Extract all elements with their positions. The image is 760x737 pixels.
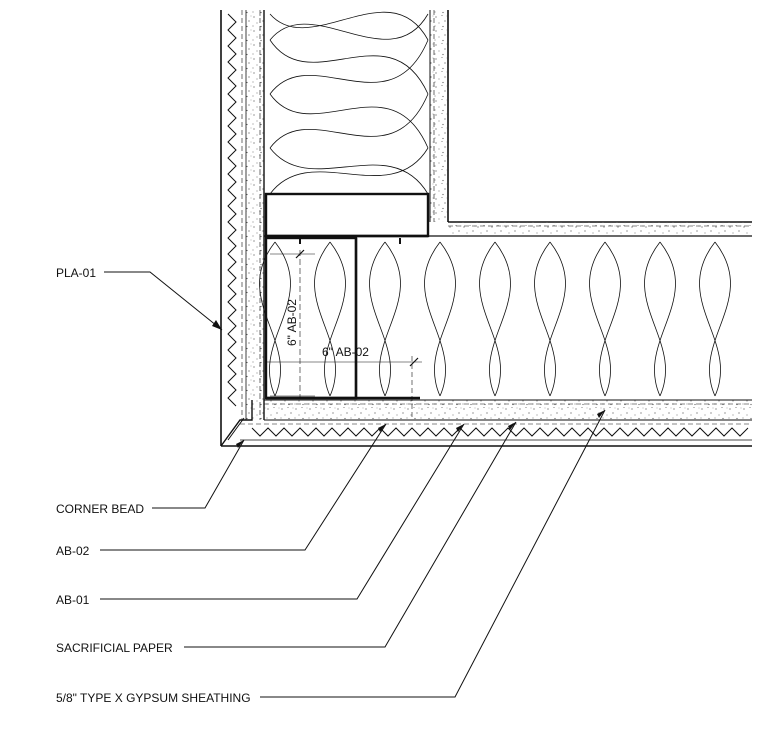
plaster-zigzag-horizontal [251, 427, 749, 437]
insulation-horizontal [259, 241, 731, 397]
leader-ab02 [100, 423, 387, 551]
dimension-horizontal: 6" AB-02 [322, 345, 369, 359]
label-sacrificial-paper: SACRIFICIAL PAPER [56, 641, 173, 655]
horizontal-wall [220, 221, 752, 447]
leader-gypsum [260, 409, 606, 698]
dimension-lines [266, 249, 422, 420]
leader-ab01 [100, 423, 465, 600]
leader-lines [100, 271, 606, 698]
label-gypsum-sheathing: 5/8" TYPE X GYPSUM SHEATHING [56, 691, 251, 705]
dimension-vertical: 6" AB-02 [285, 299, 299, 346]
label-ab02: AB-02 [56, 544, 90, 558]
insulation-vertical [269, 11, 429, 195]
leader-pla [104, 271, 223, 331]
plaster-zigzag-vertical [227, 13, 237, 407]
leader-corner-bead [152, 439, 245, 509]
leader-sacrificial-paper [184, 421, 517, 648]
label-corner-bead: CORNER BEAD [56, 502, 144, 516]
label-pla: PLA-01 [56, 266, 96, 280]
leader-arrows [212, 320, 605, 448]
label-ab01: AB-01 [56, 593, 90, 607]
